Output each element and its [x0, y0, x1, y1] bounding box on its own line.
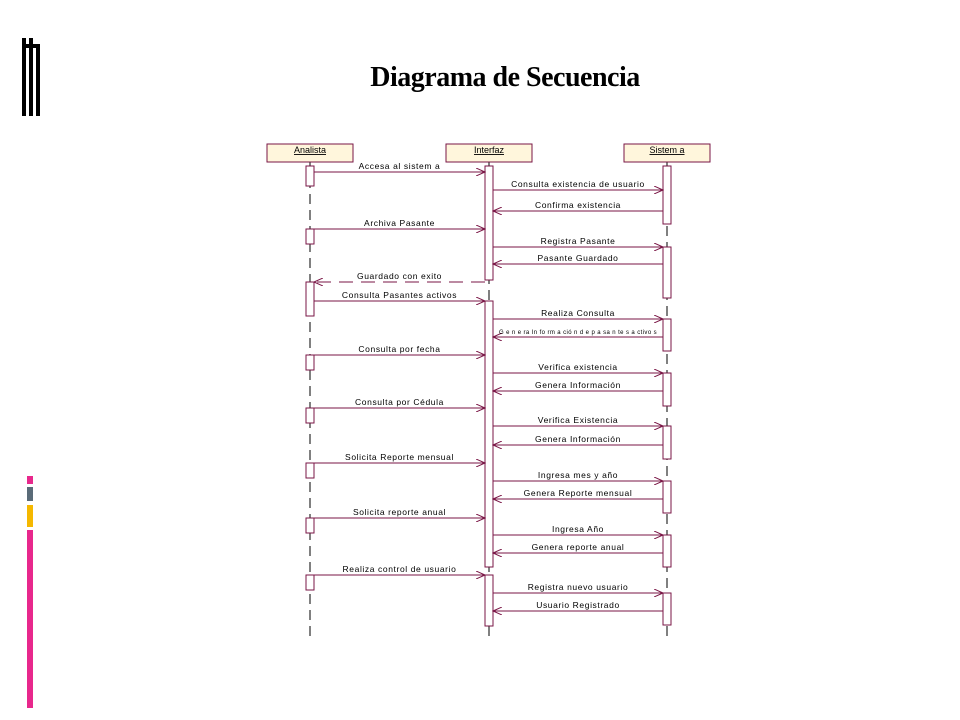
message-11[interactable]: Consulta por fecha [314, 344, 485, 355]
activation-analista-2 [305, 281, 315, 317]
message-6[interactable]: Pasante Guardado [493, 253, 663, 264]
activation-sistema-13 [662, 318, 672, 352]
actor-label-interfaz: Interfaz [474, 145, 505, 155]
message-1[interactable]: Accesa al sistem a [314, 161, 485, 172]
message-label: Verifica Existencia [538, 415, 618, 425]
message-24[interactable]: Registra nuevo usuario [493, 582, 663, 593]
message-label: Solicita reporte anual [353, 507, 446, 517]
message-9[interactable]: Realiza Consulta [493, 308, 663, 319]
message-23[interactable]: Realiza control de usuario [314, 564, 485, 575]
message-label: Consulta por Cédula [355, 397, 444, 407]
activation-analista-7 [305, 574, 315, 591]
message-label: Verifica existencia [538, 362, 617, 372]
slide-title: Diagrama de Secuencia [370, 62, 640, 93]
message-19[interactable]: Genera Reporte mensual [493, 488, 663, 499]
message-label: Realiza control de usuario [343, 564, 457, 574]
actor-sistema[interactable]: Sistem a [623, 143, 711, 163]
message-label: Solicita Reporte mensual [345, 452, 454, 462]
activation-analista-3 [305, 354, 315, 371]
deco-bar-top-4 [24, 44, 38, 48]
activation-interfaz-8 [484, 165, 494, 281]
message-20[interactable]: Solicita reporte anual [314, 507, 485, 518]
message-14[interactable]: Consulta por Cédula [314, 397, 485, 408]
activation-analista-6 [305, 517, 315, 534]
deco-bar-top-3 [36, 44, 40, 116]
message-label: Registra Pasante [541, 236, 616, 246]
actor-label-sistema: Sistem a [649, 145, 684, 155]
message-label: Archiva Pasante [364, 218, 435, 228]
message-25[interactable]: Usuario Registrado [493, 600, 663, 611]
deco-square-gray [27, 487, 33, 501]
actor-analista[interactable]: Analista [266, 143, 354, 163]
message-label: Genera Información [535, 434, 621, 444]
message-21[interactable]: Ingresa Año [493, 524, 663, 535]
message-label: Usuario Registrado [536, 600, 620, 610]
message-label: Realiza Consulta [541, 308, 615, 318]
message-12[interactable]: Verifica existencia [493, 362, 663, 373]
activation-sistema-17 [662, 534, 672, 568]
message-22[interactable]: Genera reporte anual [493, 542, 663, 553]
message-8[interactable]: Consulta Pasantes activos [314, 290, 485, 301]
message-label: Consulta existencia de usuario [511, 179, 645, 189]
message-label: Pasante Guardado [538, 253, 619, 263]
actor-box-analista [266, 143, 354, 163]
deco-bar-top-2 [29, 38, 33, 116]
message-5[interactable]: Registra Pasante [493, 236, 663, 247]
message-17[interactable]: Solicita Reporte mensual [314, 452, 485, 463]
message-label: Consulta Pasantes activos [342, 290, 457, 300]
actor-interfaz[interactable]: Interfaz [445, 143, 533, 163]
message-label: Accesa al sistem a [359, 161, 441, 171]
actor-box-sistema [623, 143, 711, 163]
message-4[interactable]: Archiva Pasante [314, 218, 485, 229]
activation-sistema-15 [662, 425, 672, 460]
message-label: G e n e ra In fo rm a ció n d e p a sa n… [499, 330, 657, 336]
deco-square-yellow [27, 505, 33, 527]
message-label: Ingresa mes y año [538, 470, 618, 480]
activations-group [305, 165, 672, 627]
message-label: Genera Información [535, 380, 621, 390]
message-label: Genera Reporte mensual [524, 488, 633, 498]
activation-sistema-14 [662, 372, 672, 407]
message-label: Registra nuevo usuario [528, 582, 629, 592]
activation-analista-0 [305, 165, 315, 187]
activation-sistema-16 [662, 480, 672, 514]
activation-interfaz-10 [484, 574, 494, 627]
activation-analista-1 [305, 228, 315, 245]
message-10[interactable]: G e n e ra In fo rm a ció n d e p a sa n… [493, 330, 663, 337]
message-13[interactable]: Genera Información [493, 380, 663, 391]
message-label: Ingresa Año [552, 524, 604, 534]
activation-analista-4 [305, 407, 315, 424]
deco-square-pink [27, 476, 33, 484]
actors-group: Analista Interfaz Sistem a [266, 143, 711, 163]
deco-bar-pink [27, 530, 33, 708]
message-label: Consulta por fecha [358, 344, 440, 354]
message-3[interactable]: Confirma existencia [493, 200, 663, 211]
activation-sistema-11 [662, 165, 672, 225]
actor-label-analista: Analista [294, 145, 326, 155]
deco-bar-top-1 [22, 38, 26, 116]
activation-sistema-12 [662, 246, 672, 299]
actor-box-interfaz [445, 143, 533, 163]
activation-interfaz-9 [484, 300, 494, 568]
message-label: Genera reporte anual [532, 542, 625, 552]
activation-analista-5 [305, 462, 315, 479]
activation-sistema-18 [662, 592, 672, 626]
message-label: Confirma existencia [535, 200, 621, 210]
message-15[interactable]: Verifica Existencia [493, 415, 663, 426]
messages-group: Accesa al sistem a Consulta existencia de… [314, 161, 663, 611]
message-18[interactable]: Ingresa mes y año [493, 470, 663, 481]
message-16[interactable]: Genera Información [493, 434, 663, 445]
message-2[interactable]: Consulta existencia de usuario [493, 179, 663, 190]
message-label: Guardado con exito [357, 271, 442, 281]
message-7[interactable]: Guardado con exito [314, 271, 485, 282]
